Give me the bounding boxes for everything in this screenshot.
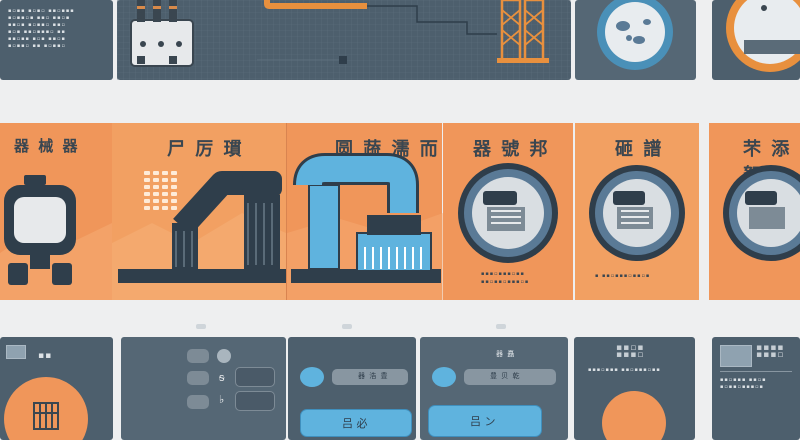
panel-caption: ▪▪▪▫▪▪▪ ▪▪▫▪▪▪▫▪▪ bbox=[588, 367, 661, 373]
knob-icon[interactable] bbox=[217, 349, 231, 363]
separator-dot bbox=[342, 324, 352, 329]
panel-glyph: ▪▪▪▪▪▪▪▫ bbox=[756, 343, 785, 360]
control-pill[interactable] bbox=[464, 369, 556, 385]
valve-block-icon bbox=[130, 0, 194, 67]
panel-text-lines: ▪▫▪▪ ▪▫▪▫ ▪▪▫▪▪▪▪▫▪▪▫▪ ▪▪▫ ▪▪▫▪▪▪▫▪ ▪▫▪▪… bbox=[8, 8, 75, 49]
card-pipe-arm[interactable]: 尸 厉 瑻 bbox=[112, 123, 286, 300]
pill-label: 器 浩 豊 bbox=[358, 372, 389, 380]
separator-dot bbox=[196, 324, 206, 329]
bottom-panel-3: 器 浩 豊 吕 必 bbox=[288, 337, 416, 440]
card-caption: ▪▪▪▫▪▪▪▫▪▪ bbox=[481, 271, 525, 277]
pipe-tower-icon bbox=[497, 0, 549, 63]
top-panel-text: ▪▫▪▪ ▪▫▪▫ ▪▪▫▪▪▪▪▫▪▪▫▪ ▪▪▫ ▪▪▫▪▪▪▫▪ ▪▫▪▪… bbox=[0, 0, 113, 80]
bottom-panel-6: ▪▪▪▪▪▪▪▫ ▪▪▫▪▪▪ ▪▪▫▪▪▫▪▪▫▪▪▪▫▪ bbox=[712, 337, 800, 440]
top-panel-gauge bbox=[575, 0, 696, 80]
control-pill[interactable] bbox=[235, 391, 275, 411]
top-panel-dial bbox=[712, 0, 800, 80]
boiler-tank-icon bbox=[0, 175, 112, 300]
primary-button-label: 吕 必 bbox=[342, 417, 368, 430]
top-panel-machinery bbox=[117, 0, 571, 80]
control-pill[interactable] bbox=[235, 367, 275, 387]
card-title: 器 號 邦 bbox=[473, 139, 550, 160]
panel-glyph: ▪▪▫▪▪▪▪▫ bbox=[616, 343, 645, 360]
card-blue-pump[interactable]: 圆 蔬 濡 而 bbox=[286, 123, 443, 300]
bottom-panel-4: 器 矗 豊 贝 乾 吕 ン bbox=[420, 337, 568, 440]
gauge-knob-icon bbox=[597, 0, 673, 70]
card-caption: ▪▪▫▪▪▫▪▪▪▫▪ bbox=[481, 279, 530, 285]
image-icon bbox=[720, 345, 752, 367]
panel-glyph: 器 矗 bbox=[496, 350, 516, 358]
blue-knob-icon[interactable] bbox=[300, 367, 324, 387]
orange-dial-icon bbox=[602, 391, 666, 440]
dial-icon bbox=[726, 0, 800, 72]
card-title: 器 械 器 bbox=[14, 137, 80, 155]
pill-label: 豊 贝 乾 bbox=[490, 372, 521, 380]
card-gauge-1[interactable]: 器 號 邦 ▪▪▪▫▪▪▪▫▪▪ ▪▪▫▪▪▫▪▪▪▫▪ bbox=[443, 123, 573, 300]
blue-knob-icon[interactable] bbox=[432, 367, 456, 387]
control-glyph: ♭ bbox=[219, 393, 225, 406]
control-pill[interactable] bbox=[187, 395, 209, 409]
control-pill[interactable] bbox=[187, 349, 209, 363]
bottom-panel-5: ▪▪▫▪▪▪▪▫ ▪▪▪▫▪▪▪ ▪▪▫▪▪▪▫▪▪ bbox=[574, 337, 695, 440]
round-gauge-icon bbox=[589, 165, 685, 261]
bottom-panel-1: ▪▪ bbox=[0, 337, 113, 440]
round-gauge-icon bbox=[723, 165, 800, 261]
blue-pump-icon bbox=[287, 153, 443, 300]
bottom-panel-2: ᵴ ♭ bbox=[121, 337, 286, 440]
orange-dial-icon bbox=[4, 377, 88, 440]
primary-button[interactable] bbox=[300, 409, 412, 437]
control-pill[interactable] bbox=[332, 369, 408, 385]
panel-divider bbox=[720, 371, 792, 372]
image-icon bbox=[6, 345, 26, 359]
card-gauge-2[interactable]: 砸 譜 ▪ ▪▪▫▪▪▪▫▪▪▫▪ bbox=[575, 123, 699, 300]
secondary-button-label: 吕 ン bbox=[470, 415, 496, 428]
pipe-arm-icon bbox=[112, 171, 286, 300]
card-title: 砸 譜 bbox=[615, 139, 664, 160]
card-boiler[interactable]: 器 械 器 bbox=[0, 123, 112, 300]
card-text-marks bbox=[144, 171, 177, 210]
card-gauge-3[interactable]: 芣 添 絮 bbox=[709, 123, 800, 300]
secondary-button[interactable] bbox=[428, 405, 542, 437]
control-glyph: ᵴ bbox=[219, 371, 225, 384]
card-title: 尸 厉 瑻 bbox=[167, 139, 244, 160]
round-gauge-icon bbox=[458, 163, 558, 263]
panel-glyph: ▪▪ bbox=[38, 351, 53, 361]
control-pill[interactable] bbox=[187, 371, 209, 385]
separator-dot bbox=[496, 324, 506, 329]
card-caption: ▪ ▪▪▫▪▪▪▫▪▪▫▪ bbox=[595, 273, 651, 279]
machinery-scene bbox=[117, 0, 571, 80]
panel-text-lines: ▪▪▫▪▪▪ ▪▪▫▪▪▫▪▪▫▪▪▪▫▪ bbox=[720, 377, 767, 390]
